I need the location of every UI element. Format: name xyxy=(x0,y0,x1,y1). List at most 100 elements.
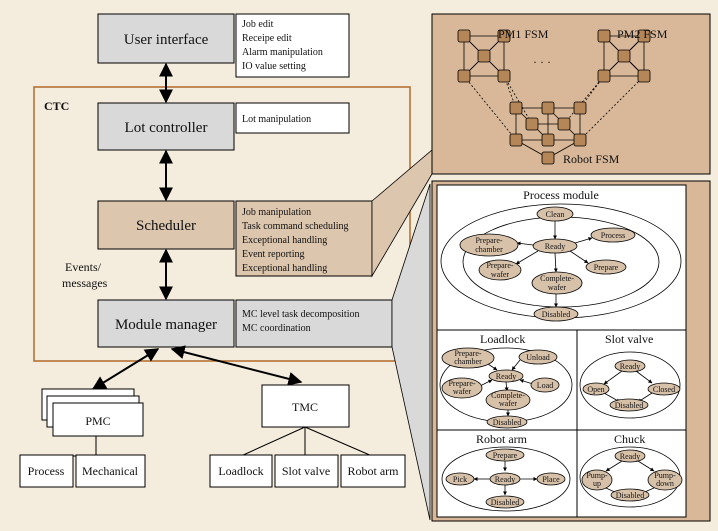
slot-valve-box xyxy=(274,454,339,488)
robot-fsm-label: Robot FSM xyxy=(563,152,620,166)
svg-text:Prepare-: Prepare- xyxy=(475,236,502,245)
svg-text:down: down xyxy=(656,479,674,488)
svg-text:Pump-: Pump- xyxy=(586,471,608,480)
tmc-link-c xyxy=(304,426,373,457)
tmc-link-a xyxy=(240,426,306,457)
sv-loop xyxy=(579,351,681,419)
ctc-label: CTC xyxy=(44,99,69,113)
sched-note-5: Exceptional handling xyxy=(242,263,327,274)
slot-valve-label: Slot valve xyxy=(282,464,330,478)
ch-state-pump-up: Pump-up xyxy=(581,469,613,491)
pm-state-disabled: Disabled xyxy=(533,306,579,322)
pm2-fsm-node xyxy=(637,29,651,43)
process-module-title: Process module xyxy=(523,188,599,202)
svg-text:Pump-: Pump- xyxy=(654,471,676,480)
robot-arm-label: Robot arm xyxy=(348,464,400,478)
svg-text:Prepare-: Prepare- xyxy=(454,349,481,358)
robot-fsm-node xyxy=(509,133,523,147)
svg-text:up: up xyxy=(593,479,601,488)
user-interface-notes xyxy=(235,13,350,78)
ch-state-pump-down: Pump-down xyxy=(647,469,683,491)
chuck-title: Chuck xyxy=(614,432,645,446)
fsm-panel xyxy=(431,13,711,175)
pmc-box xyxy=(52,402,144,437)
pm2-fsm-node xyxy=(597,69,611,83)
pm-state-process: Process xyxy=(590,227,636,243)
robot-fsm-node xyxy=(541,151,555,165)
sv-state-disabled: Disabled xyxy=(609,398,649,412)
fsm-dashed-edge xyxy=(579,75,645,141)
svg-text:wafer: wafer xyxy=(453,387,472,396)
svg-text:wafer: wafer xyxy=(548,283,567,292)
sched-note-1: Job manipulation xyxy=(242,207,311,218)
svg-text:wafer: wafer xyxy=(491,270,510,279)
svg-text:Pick: Pick xyxy=(453,475,467,484)
arrow-mm-pmc xyxy=(91,348,160,390)
tmc-label: TMC xyxy=(292,400,318,414)
ll-state-prepare-wafer: Prepare-wafer xyxy=(441,377,483,399)
loadlock-box xyxy=(209,454,273,488)
scheduler-label: Scheduler xyxy=(136,218,196,234)
pm-state-complete-wafer: Complete-wafer xyxy=(531,271,583,295)
module-manager-notes xyxy=(235,299,393,348)
tmc-box xyxy=(261,384,350,428)
robot-arm-title: Robot arm xyxy=(476,432,528,446)
svg-text:Prepare-: Prepare- xyxy=(486,261,513,270)
svg-text:Closed: Closed xyxy=(653,385,675,394)
robot-arm-box xyxy=(340,454,406,488)
process-box xyxy=(19,454,74,488)
pm2-fsm-node xyxy=(637,69,651,83)
robot-fsm-node xyxy=(573,101,587,115)
user-interface-label: User interface xyxy=(124,32,209,48)
slot-valve-title: Slot valve xyxy=(605,332,653,346)
robot-fsm-node xyxy=(557,117,571,131)
arrow-mm-tmc xyxy=(170,345,303,386)
pm-state-clean: Clean xyxy=(536,206,574,222)
pm1-fsm-node xyxy=(497,29,511,43)
pm-state-ready: Ready xyxy=(532,238,578,254)
ll-state-prepare-chamber: Prepare-chamber xyxy=(441,347,495,369)
svg-text:chamber: chamber xyxy=(454,357,482,366)
svg-text:Load: Load xyxy=(537,381,553,390)
scheduler-notes xyxy=(235,200,373,277)
ra-state-prepare: Prepare xyxy=(485,448,525,462)
ui-note-1: Job edit xyxy=(242,19,274,30)
svg-text:Unload: Unload xyxy=(526,353,550,362)
ui-note-2: Receipe edit xyxy=(242,33,292,44)
ui-note-4: IO value setting xyxy=(242,61,306,72)
svg-text:Prepare-: Prepare- xyxy=(448,379,475,388)
pm-state-prepare-chamber: Prepare-chamber xyxy=(459,233,519,257)
fsm-dashed-edge xyxy=(563,75,605,125)
ll-state-load: Load xyxy=(530,377,560,393)
svg-text:Disabled: Disabled xyxy=(616,491,644,500)
ch-state-disabled: Disabled xyxy=(610,488,650,502)
robot-fsm-node xyxy=(509,101,523,115)
process-label: Process xyxy=(28,464,65,478)
ll-state-unload: Unload xyxy=(518,349,558,365)
svg-text:Complete-: Complete- xyxy=(491,391,525,400)
fsm-dashed-edge xyxy=(463,75,517,141)
ra-state-ready: Ready xyxy=(489,472,521,486)
loadlock-label: Loadlock xyxy=(218,464,263,478)
ll-state-disabled: Disabled xyxy=(486,415,528,429)
ra-state-place: Place xyxy=(536,472,566,486)
module-manager-box xyxy=(97,299,235,348)
svg-text:Ready: Ready xyxy=(495,475,515,484)
module-manager-callout xyxy=(391,183,431,521)
svg-text:Ready: Ready xyxy=(620,452,640,461)
lot-note-1: Lot manipulation xyxy=(242,114,311,125)
svg-text:Disabled: Disabled xyxy=(542,310,570,319)
lot-controller-label: Lot controller xyxy=(125,120,208,136)
robot-fsm-node xyxy=(541,101,555,115)
lot-controller-notes xyxy=(235,102,350,134)
ui-note-3: Alarm manipulation xyxy=(242,47,323,58)
robot-fsm-node xyxy=(573,133,587,147)
sv-state-ready: Ready xyxy=(614,359,646,373)
sched-note-4: Event reporting xyxy=(242,249,304,260)
svg-text:Ready: Ready xyxy=(620,362,640,371)
ll-state-complete-wafer: Complete-wafer xyxy=(485,389,531,411)
events-label-1: Events/ xyxy=(65,260,102,274)
ch-state-ready: Ready xyxy=(614,449,646,463)
svg-text:Clean: Clean xyxy=(546,210,565,219)
